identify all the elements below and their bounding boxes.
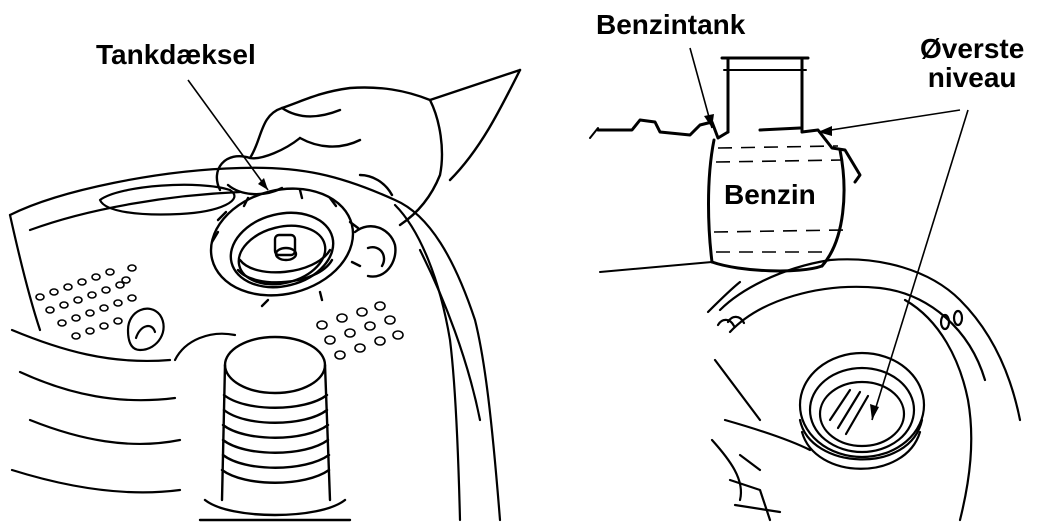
tank-cap: [209, 187, 362, 308]
tank-cap-leader: [187, 79, 269, 191]
max-level-leader-lower: [871, 109, 969, 421]
fuel-tank-arrowhead: [704, 114, 714, 128]
vent-holes-right: [316, 301, 404, 360]
hand: [215, 68, 522, 278]
filler-neck-left: [198, 335, 352, 522]
fuel-tank-cross-section: [589, 56, 862, 273]
max-level-label-line1: Øverste: [920, 33, 1025, 64]
max-level-label-line2: niveau: [927, 62, 1017, 94]
max-level-leader-upper: [817, 109, 961, 133]
tank-cap-arrowhead: [258, 178, 268, 190]
fuel-label: Benzin: [724, 179, 816, 210]
max-level-arrowhead-upper: [818, 126, 832, 136]
fuel-tank-leader: [689, 47, 713, 129]
max-level-label: Øverste niveau: [920, 34, 1024, 93]
filler-opening-top-view: [706, 258, 1022, 522]
vent-holes-left: [35, 264, 137, 340]
max-level-arrowhead-lower: [870, 404, 879, 420]
generator-body-left: [8, 166, 502, 522]
tank-cap-label: Tankdæksel: [96, 39, 256, 70]
fuel-level-lines: [713, 145, 845, 253]
fuel-tank-label: Benzintank: [596, 9, 746, 40]
